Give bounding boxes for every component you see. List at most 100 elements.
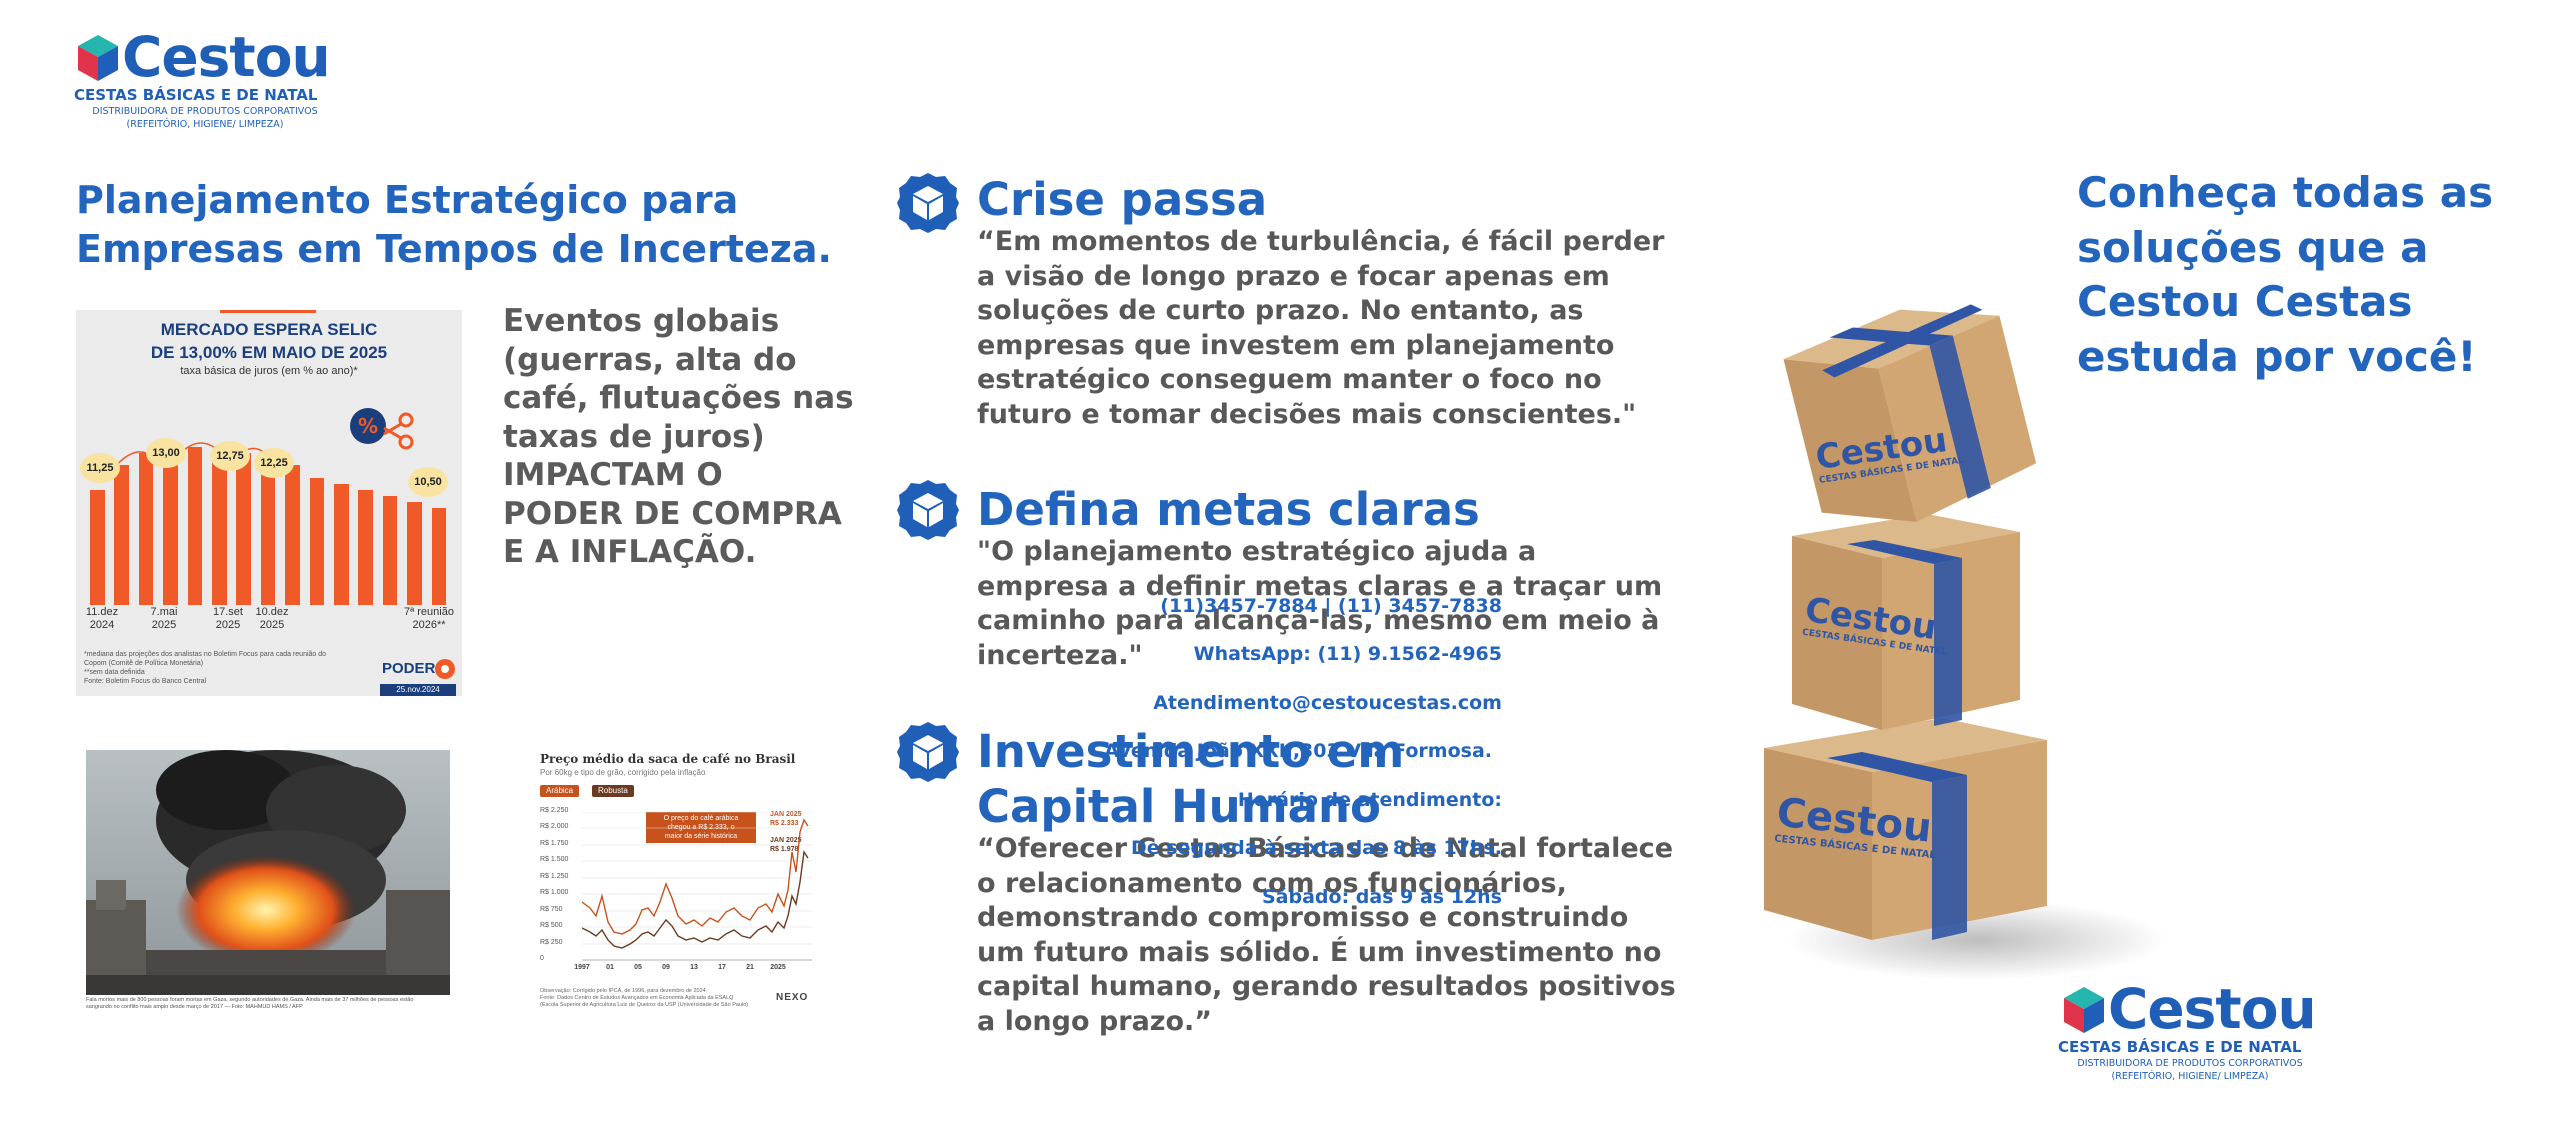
selic-title-2: DE 13,00% EM MAIO DE 2025 xyxy=(150,343,388,362)
brand-tagline-1: DISTRIBUIDORA DE PRODUTOS CORPORATIVOS xyxy=(2077,1058,2303,1069)
headline-line-1: Planejamento Estratégico para xyxy=(76,178,739,222)
brand-name: Cestou xyxy=(2108,977,2317,1041)
coffee-y-tick: 0 xyxy=(540,955,544,963)
brand-tagline-2: (REFEITÓRIO, HIGIENE/ LIMPEZA) xyxy=(126,119,284,130)
percent-scissors-icon: % xyxy=(350,408,414,450)
brand-tagline-1: DISTRIBUIDORA DE PRODUTOS CORPORATIVOS xyxy=(92,106,318,117)
box-badge-icon xyxy=(897,722,959,782)
selic-subtitle: taxa básica de juros (em % ao ano)* xyxy=(180,365,358,377)
selic-bubble: 12,25 xyxy=(254,448,294,478)
cube-logo-icon xyxy=(78,35,118,81)
legend-robusta: Robusta xyxy=(592,785,634,797)
coffee-y-tick: R$ 1.750 xyxy=(540,839,569,847)
coffee-y-tick: R$ 500 xyxy=(540,922,563,930)
coffee-y-tick: R$ 2.250 xyxy=(540,807,569,814)
coffee-label-arabica: JAN 2025 R$ 2.333 xyxy=(770,811,802,827)
selic-bar xyxy=(114,465,129,605)
selic-bar xyxy=(138,453,154,605)
coffee-x-tick: 13 xyxy=(690,964,698,971)
brand-subtitle: CESTAS BÁSICAS E DE NATAL xyxy=(2058,1038,2302,1056)
selic-bar xyxy=(163,447,178,605)
section-title-2: Capital Humano xyxy=(977,780,1381,833)
section-crise: Crise passa “Em momentos de turbulência,… xyxy=(977,172,1664,432)
selic-note: *mediana das projeções dos analistas no … xyxy=(84,651,327,685)
coffee-annotation: O preço do café arábica chegou a R$ 2.33… xyxy=(646,812,756,843)
poder-logo: PODER xyxy=(382,660,436,677)
coffee-title: Preço médio da saca de café no Brasil xyxy=(540,752,796,766)
selic-title-1: MERCADO ESPERA SELIC xyxy=(160,320,378,339)
coffee-y-tick: R$ 2.000 xyxy=(540,823,569,831)
coffee-notes: Observação: Corrigido pelo IPCA, de 1996… xyxy=(540,988,749,1008)
section-body: “Em momentos de turbulência, é fácil per… xyxy=(977,226,1665,430)
stacked-boxes-illustration: Cestou CESTAS BÁSICAS E DE NATAL Cestou … xyxy=(1752,300,2172,990)
contact-hours-label: Horário de atendimento: xyxy=(1237,789,1502,811)
coffee-y-tick: R$ 250 xyxy=(540,938,563,946)
brand-logo-bottom: Cestou CESTAS BÁSICAS E DE NATAL DISTRIB… xyxy=(2058,977,2338,1090)
explosion-photo xyxy=(86,750,450,995)
section-title: Defina metas claras xyxy=(977,483,1480,536)
page-headline: Planejamento Estratégico para Empresas e… xyxy=(76,176,832,274)
coffee-x-tick: 01 xyxy=(606,964,614,971)
selic-bar xyxy=(309,477,325,605)
box-badge-icon xyxy=(897,173,959,233)
brand-tagline-2: (REFEITÓRIO, HIGIENE/ LIMPEZA) xyxy=(2111,1071,2269,1082)
section-body: "O planejamento estratégico ajuda a empr… xyxy=(977,536,1663,671)
cube-logo-icon xyxy=(2064,987,2104,1033)
contact-weekdays: De segunda à sexta das 8 às 17hs. xyxy=(1131,837,1502,859)
section-body: “Oferecer Cestas Básicas e de Natal fort… xyxy=(977,833,1676,1037)
selic-bar xyxy=(187,447,203,605)
box-badge-icon xyxy=(897,480,959,540)
nexo-logo: NEXO xyxy=(776,992,809,1003)
selic-bar xyxy=(407,501,422,605)
section-title: Investimento em xyxy=(977,725,1405,778)
photo-caption: Fala mortos mais de 800 pessoas foram mo… xyxy=(86,997,414,1010)
conflict-photo xyxy=(86,750,450,995)
brand-name: Cestou xyxy=(122,25,331,89)
poder-logo-icon xyxy=(435,659,455,679)
boxes-icon xyxy=(1764,304,2167,980)
events-text: Eventos globais (guerras, alta do café, … xyxy=(503,303,854,570)
legend-arabica: Arábica xyxy=(540,785,580,797)
selic-bar xyxy=(236,453,251,605)
selic-bubble: 13,00 xyxy=(146,438,186,468)
coffee-subtitle: Por 60kg e tipo de grão, corrigido pela … xyxy=(540,768,706,777)
headline-line-2: Empresas em Tempos de Incerteza. xyxy=(76,227,832,271)
selic-accent-line xyxy=(220,310,316,313)
coffee-x-tick: 21 xyxy=(746,964,754,971)
section-capital-humano: Investimento em Capital Humano “Oferecer… xyxy=(977,724,1676,1039)
coffee-y-tick: R$ 1.500 xyxy=(540,856,569,864)
coffee-y-tick: R$ 1.000 xyxy=(540,889,569,897)
selic-bar xyxy=(285,465,300,605)
contact-saturday: Sábado: das 9 às 12hs xyxy=(1262,886,1502,908)
coffee-x-tick: 1997 xyxy=(574,964,590,971)
selic-bar xyxy=(431,507,447,605)
coffee-x-tick: 09 xyxy=(662,964,670,971)
cta-headline: Conheça todas as soluções que a Cestou C… xyxy=(2077,168,2494,381)
contact-address: Avenida João XXII,303 Vila Formosa. xyxy=(1104,740,1492,762)
coffee-x-tick: 2025 xyxy=(770,964,786,971)
brand-logo-top: Cestou CESTAS BÁSICAS E DE NATAL DISTRIB… xyxy=(74,25,354,138)
contact-whatsapp[interactable]: WhatsApp: (11) 9.1562-4965 xyxy=(1193,643,1502,665)
brand-subtitle: CESTAS BÁSICAS E DE NATAL xyxy=(74,86,318,104)
selic-bar xyxy=(334,483,349,605)
section-metas: Defina metas claras "O planejamento estr… xyxy=(977,482,1662,673)
coffee-y-tick: R$ 1.250 xyxy=(540,872,569,880)
coffee-lines xyxy=(582,812,812,961)
selic-bar xyxy=(358,489,373,605)
selic-bubble: 11,25 xyxy=(80,453,120,483)
coffee-x-tick: 05 xyxy=(634,964,642,971)
coffee-y-tick: R$ 750 xyxy=(540,905,563,913)
selic-chart: MERCADO ESPERA SELIC DE 13,00% EM MAIO D… xyxy=(76,310,462,696)
selic-bubble: 12,75 xyxy=(210,441,250,471)
selic-date-badge: 25.nov.2024 xyxy=(380,684,456,696)
coffee-label-robusta: JAN 2025 R$ 1.978 xyxy=(770,837,802,853)
contact-email[interactable]: Atendimento@cestoucestas.com xyxy=(1153,692,1502,714)
selic-bar xyxy=(260,459,276,605)
svg-text:%: % xyxy=(358,414,378,438)
selic-bar xyxy=(212,453,227,605)
